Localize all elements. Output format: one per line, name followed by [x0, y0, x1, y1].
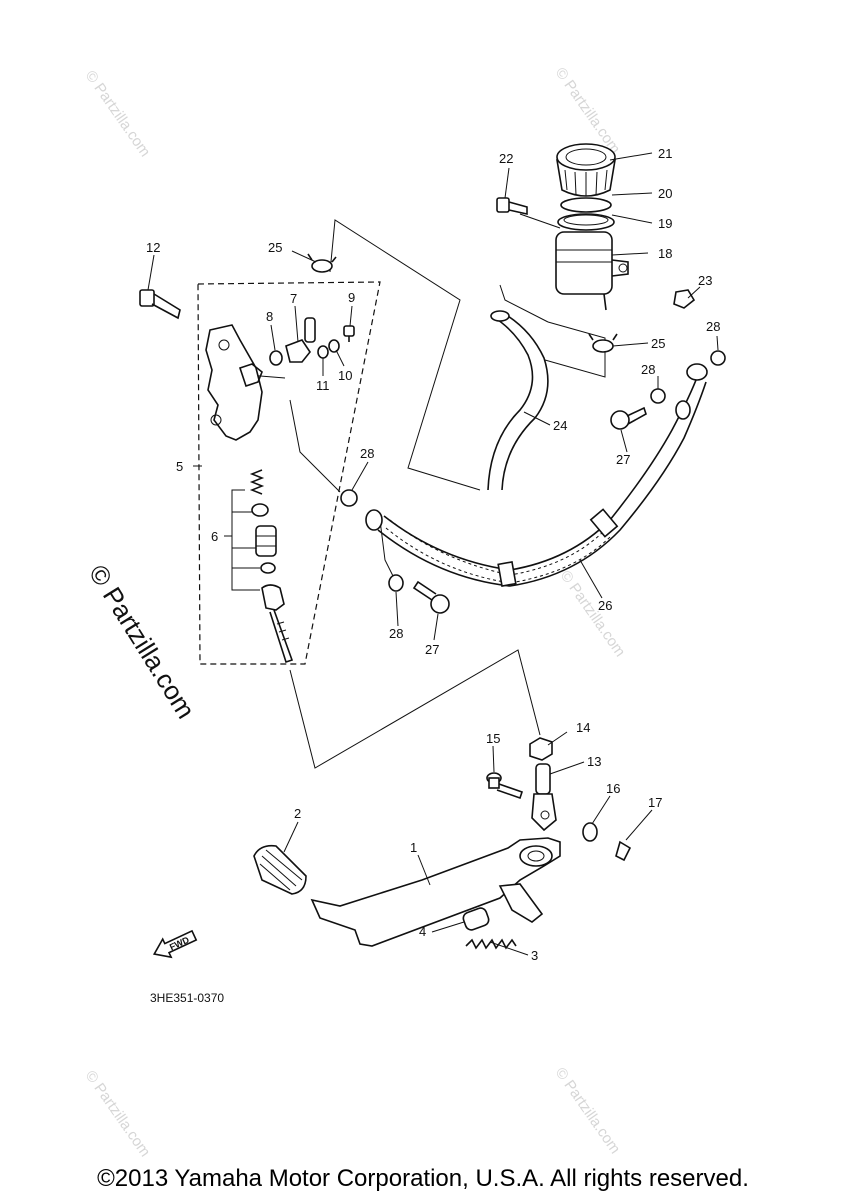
callout-9: 9	[348, 290, 355, 305]
watermark-large: © Partzilla.com	[83, 559, 201, 723]
reservoir-hose	[501, 315, 549, 491]
pin-washer	[582, 822, 598, 842]
mounting-bolt	[139, 289, 181, 320]
pedal-sleeve	[462, 907, 490, 931]
callout-27-lower: 27	[425, 642, 439, 657]
diagram-code: 3HE351-0370	[150, 991, 224, 1005]
callout-25: 25	[268, 240, 282, 255]
master-cylinder-assembly-outline	[197, 281, 381, 665]
cup	[251, 503, 269, 517]
copyright-notice: ©2013 Yamaha Motor Corporation, U.S.A. A…	[97, 1165, 749, 1192]
callout-12: 12	[146, 240, 160, 255]
spring	[249, 469, 265, 495]
callout-18: 18	[658, 246, 672, 261]
watermark: © Partzilla.com	[552, 65, 624, 158]
watermark: © Partzilla.com	[552, 1065, 624, 1158]
reservoir-hose	[487, 315, 534, 491]
callout-27: 27	[616, 452, 630, 467]
copper-washer	[340, 489, 358, 507]
kit-bracket	[231, 489, 260, 591]
callout-28-right: 28	[706, 319, 720, 334]
clevis-pin	[486, 772, 524, 800]
callout-17: 17	[648, 795, 662, 810]
callout-25-lower: 25	[651, 336, 665, 351]
callout-22: 22	[499, 151, 513, 166]
callout-11: 11	[316, 378, 330, 393]
brake-hose	[365, 363, 708, 587]
callout-6: 6	[211, 529, 218, 544]
connector-line	[289, 399, 341, 493]
watermark: © Partzilla.com	[82, 1068, 154, 1160]
copper-washer	[650, 388, 666, 404]
callout-labels: 1 2 3 4 5 6 7 8 9 10 11 12 13 14 15 16 1…	[146, 146, 720, 963]
callout-5: 5	[176, 459, 183, 474]
washer	[328, 339, 340, 353]
callout-15: 15	[486, 731, 500, 746]
reservoir-diaphragm-plate	[557, 213, 615, 231]
reservoir-nut	[673, 289, 696, 309]
return-spring	[465, 938, 517, 950]
push-rod	[261, 584, 294, 664]
callout-28-mid: 28	[641, 362, 655, 377]
callout-3: 3	[531, 948, 538, 963]
hose-clip	[307, 253, 337, 273]
seal	[260, 562, 276, 574]
callout-14: 14	[576, 720, 590, 735]
connector-line	[499, 284, 549, 323]
callout-13: 13	[587, 754, 601, 769]
callout-28-lower: 28	[389, 626, 403, 641]
copper-washer	[388, 574, 404, 592]
connector-line	[329, 219, 481, 491]
leader-lines	[147, 152, 719, 956]
connector-line	[519, 213, 561, 229]
callout-28: 28	[360, 446, 374, 461]
master-cylinder-body	[205, 324, 263, 441]
reservoir-cap	[556, 143, 616, 197]
fwd-arrow: FWD	[152, 929, 198, 959]
hose-clip	[588, 333, 618, 353]
washer	[317, 345, 329, 359]
reservoir-bolt	[496, 197, 528, 215]
callout-23: 23	[698, 273, 712, 288]
connector-line	[289, 649, 541, 769]
union-bolt	[412, 580, 450, 614]
union-screw	[343, 325, 355, 342]
callout-8: 8	[266, 309, 273, 324]
callout-19: 19	[658, 216, 672, 231]
cotter-pin	[615, 840, 632, 862]
connector-line	[544, 321, 606, 378]
callout-20: 20	[658, 186, 672, 201]
o-ring	[269, 350, 283, 366]
callout-2: 2	[294, 806, 301, 821]
callout-26: 26	[598, 598, 612, 613]
reservoir-tank	[555, 231, 629, 311]
reservoir-hose-end	[490, 310, 510, 322]
clevis	[531, 763, 557, 832]
brake-pedal	[310, 837, 561, 947]
exploded-view-diagram: © Partzilla.com © Partzilla.com © Partzi…	[82, 65, 726, 1160]
callout-7: 7	[290, 291, 297, 306]
callout-4: 4	[419, 924, 426, 939]
reservoir-diaphragm	[560, 197, 612, 213]
watermark: © Partzilla.com	[82, 68, 154, 161]
union-bolt	[610, 406, 647, 430]
pedal-rubber	[253, 844, 307, 895]
copper-washer	[710, 350, 726, 366]
callout-1: 1	[410, 840, 417, 855]
clevis-nut	[529, 737, 553, 761]
callout-10: 10	[338, 368, 352, 383]
callout-21: 21	[658, 146, 672, 161]
callout-16: 16	[606, 781, 620, 796]
callout-24: 24	[553, 418, 567, 433]
piston	[255, 525, 277, 557]
union-fitting	[285, 317, 316, 363]
